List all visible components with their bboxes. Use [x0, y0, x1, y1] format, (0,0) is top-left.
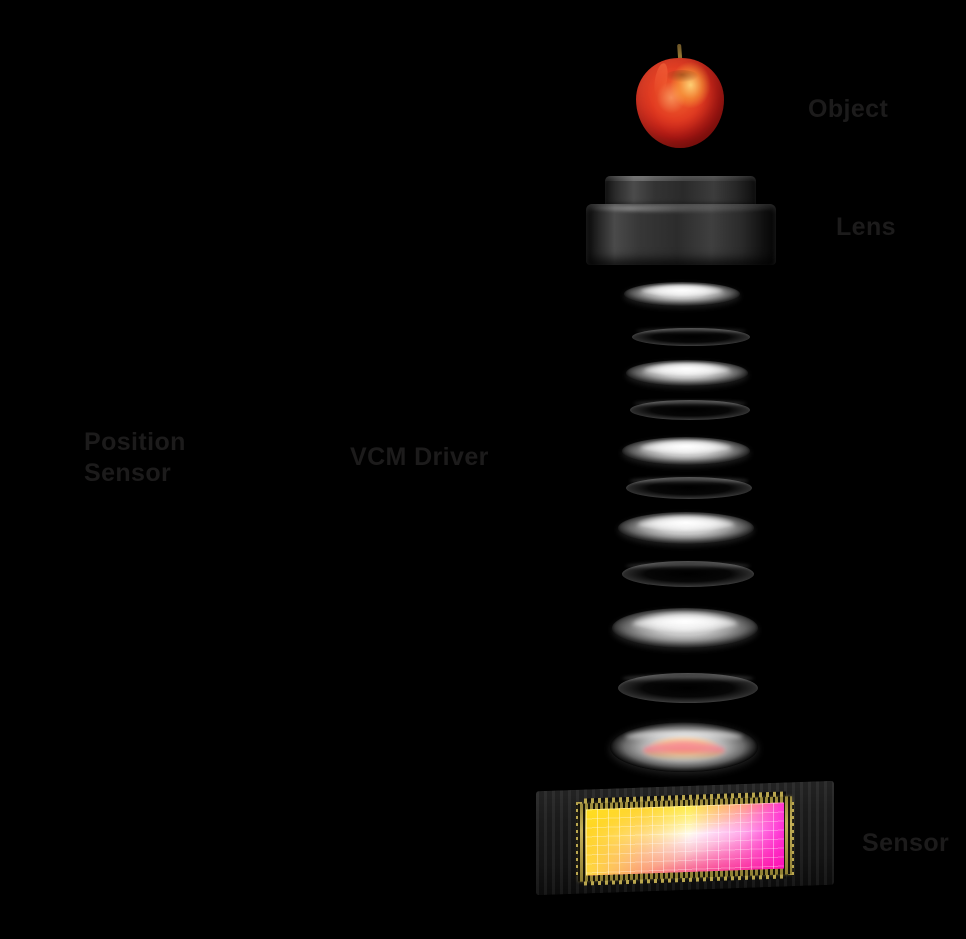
- spacer-ring-1: [632, 328, 750, 346]
- lens-element-2: [626, 360, 748, 386]
- lens-element-1: [624, 282, 740, 306]
- final-lens-element: [610, 722, 758, 772]
- lens-element-4: [618, 512, 754, 544]
- apple-dimple: [666, 70, 698, 82]
- spacer-ring-5: [618, 673, 758, 703]
- lens-barrel-housing: [586, 176, 778, 268]
- label-object: Object: [808, 95, 889, 123]
- image-sensor: [536, 780, 834, 896]
- spacer-ring-4: [622, 561, 754, 587]
- label-position-sensor: Position Sensor: [84, 428, 186, 487]
- object-apple: [634, 43, 728, 150]
- label-lens: Lens: [836, 213, 896, 241]
- sensor-active-pixel-area: [586, 802, 784, 876]
- spacer-ring-3: [626, 477, 752, 499]
- barrel-lower-tier: [586, 204, 776, 265]
- lens-element-5: [612, 608, 758, 648]
- label-sensor: Sensor: [862, 829, 950, 857]
- apple-body: [636, 58, 724, 148]
- label-vcm-driver: VCM Driver: [350, 443, 489, 471]
- spacer-ring-2: [630, 400, 750, 420]
- lens-element-3: [622, 437, 750, 465]
- barrel-upper-tier: [605, 176, 756, 207]
